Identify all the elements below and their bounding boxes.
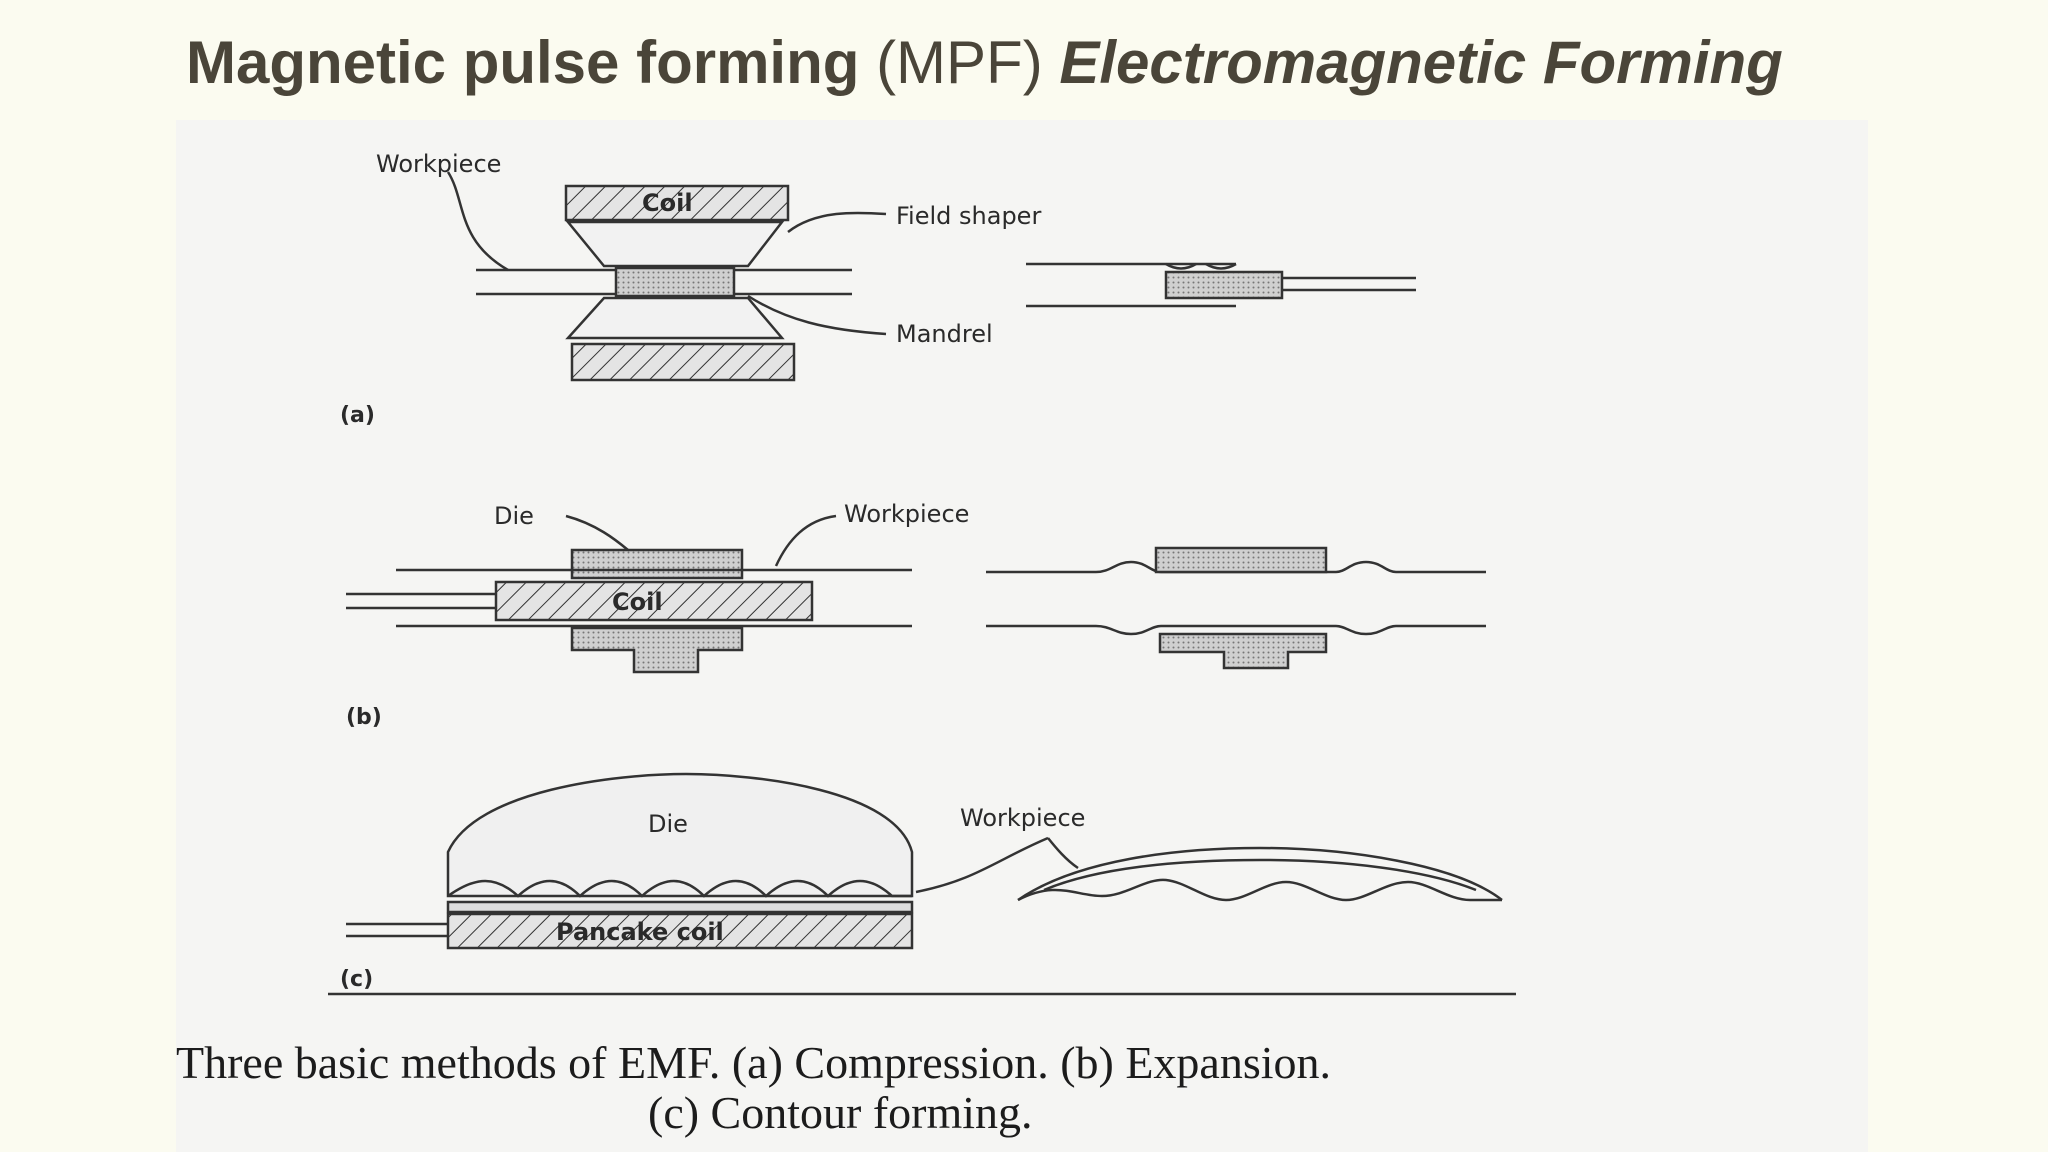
result-b-die-upper [1154,546,1328,574]
die-b-leader [565,514,629,551]
field-shaper-lower [565,296,785,340]
coil-upper-section [564,184,790,222]
result-a-mandrel [1164,270,1284,300]
label-b-coil: Coil [612,588,663,616]
coil-lower-section [570,342,796,382]
label-a-workpiece: Workpiece [376,150,501,178]
mandrel [614,266,736,298]
pancake-coil [446,912,914,950]
die-c-contour [447,879,912,898]
title-alt-name: Electromagnetic Forming [1059,29,1783,96]
result-c-inner-arc [1043,858,1477,892]
coil-b [494,580,814,622]
workpiece-c-leader-2 [1047,837,1079,870]
label-part-a: (a) [340,403,375,428]
result-b-die-lower [1158,632,1328,670]
label-c-die: Die [648,810,688,838]
slide-title: Magnetic pulse forming (MPF) Electromagn… [186,28,1783,97]
mandrel-leader [747,294,887,336]
workpiece-c-leader [915,836,1049,894]
part-a-compression [446,171,1416,382]
emf-methods-figure: Workpiece Coil Field shaper Mandrel (a) [176,120,1868,1152]
die-upper-b [570,548,744,580]
part-c-contour [328,772,1516,996]
title-main: Magnetic pulse forming [186,29,860,96]
label-c-pancake-coil: Pancake coil [556,918,724,946]
title-abbreviation: (MPF) [876,29,1043,96]
label-part-b: (b) [346,705,382,730]
label-a-mandrel: Mandrel [896,320,993,348]
field-shaper-upper [565,220,785,268]
workpiece-leader [446,171,509,272]
result-a-crimp [1165,262,1237,270]
caption-line-1: Three basic methods of EMF. (a) Compress… [176,1037,1331,1088]
result-b-bottom-tube [986,624,1486,636]
workpiece-c-sheet [446,900,914,914]
label-c-workpiece: Workpiece [960,804,1085,832]
label-b-die: Die [494,502,534,530]
result-c-outer-arc [1017,846,1503,902]
caption-line-2: (c) Contour forming. [648,1087,1033,1138]
field-shaper-leader [787,211,887,233]
die-lower-b [570,626,744,674]
workpiece-b-leader [774,514,837,567]
emf-diagram: Workpiece Coil Field shaper Mandrel (a) [176,150,1516,1138]
label-a-field-shaper: Field shaper [896,202,1041,230]
result-c-contour [1017,878,1502,902]
label-part-c: (c) [340,967,373,992]
label-b-workpiece: Workpiece [844,500,969,528]
die-c [446,772,914,898]
label-a-coil: Coil [642,189,693,217]
part-b-expansion [346,514,1486,674]
